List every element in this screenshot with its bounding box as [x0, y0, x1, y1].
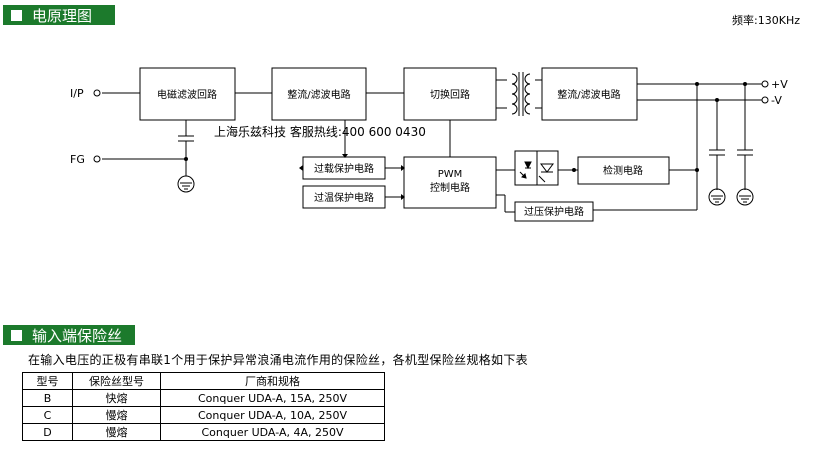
neg-label: -V [771, 94, 782, 107]
ip-terminal [93, 89, 101, 97]
fuse-description: 在输入电压的正极有串联1个用于保护异常浪涌电流作用的保险丝，各机型保险丝规格如下… [28, 353, 528, 367]
ip-label: I/P [70, 87, 84, 100]
frequency-label: 频率:130KHz [732, 14, 800, 27]
watermark-text: 上海乐兹科技 客服热线:400 600 0430 [214, 124, 426, 139]
ground-icon-fg [177, 175, 195, 193]
overload-label: 过载保护电路 [314, 162, 374, 175]
table-row: B 快熔 Conquer UDA-A, 15A, 250V [22, 389, 385, 407]
overtemp-label: 过温保护电路 [314, 191, 374, 204]
table-header-row: 型号 保险丝型号 厂商和规格 [22, 372, 385, 390]
switch-label: 切换回路 [430, 88, 470, 101]
section-header-fuse: 输入端保险丝 [3, 325, 135, 345]
fuse-table: 型号 保险丝型号 厂商和规格 B 快熔 Conquer UDA-A, 15A, … [22, 372, 385, 441]
cell-model: D [22, 423, 73, 441]
cell-fuse-type: 慢熔 [72, 423, 161, 441]
cell-fuse-type: 快熔 [72, 389, 161, 407]
transformer-icon [511, 72, 531, 116]
cell-spec: Conquer UDA-A, 15A, 250V [160, 389, 385, 407]
schematic-diagram: I/P FG +V -V 电磁滤波回路 整流/滤波电路 切换回路 整流/滤波电路… [70, 67, 788, 222]
pwm-label-2: 控制电路 [430, 181, 470, 194]
section-header-schematic: 电原理图 [3, 5, 115, 25]
emi-filter-block [139, 67, 236, 121]
section-title: 输入端保险丝 [32, 326, 123, 345]
ground-icon-1 [708, 188, 726, 206]
pos-label: +V [771, 78, 788, 91]
square-icon [11, 329, 22, 341]
square-icon [11, 9, 22, 21]
rectifier-filter-block-1 [271, 67, 367, 121]
col-header-model: 型号 [22, 372, 73, 390]
fg-terminal [93, 155, 101, 163]
detect-label: 检测电路 [603, 164, 643, 177]
pos-terminal [761, 80, 769, 88]
rect1-label: 整流/滤波电路 [287, 88, 350, 101]
rect2-label: 整流/滤波电路 [557, 88, 620, 101]
emi-label: 电磁滤波回路 [157, 88, 217, 101]
cell-spec: Conquer UDA-A, 10A, 250V [160, 406, 385, 424]
fg-label: FG [70, 153, 85, 166]
col-header-spec: 厂商和规格 [160, 372, 385, 390]
optocoupler-icon [514, 150, 559, 186]
pwm-label-1: PWM [438, 169, 463, 180]
cell-model: B [22, 389, 73, 407]
neg-terminal [761, 96, 769, 104]
cell-spec: Conquer UDA-A, 4A, 250V [160, 423, 385, 441]
ground-icon-2 [736, 188, 754, 206]
cell-fuse-type: 慢熔 [72, 406, 161, 424]
rectifier-filter-block-2 [541, 67, 638, 121]
col-header-fuse-type: 保险丝型号 [72, 372, 161, 390]
table-row: C 慢熔 Conquer UDA-A, 10A, 250V [22, 406, 385, 424]
overvolt-label: 过压保护电路 [524, 205, 584, 218]
cell-model: C [22, 406, 73, 424]
table-row: D 慢熔 Conquer UDA-A, 4A, 250V [22, 423, 385, 441]
section-title: 电原理图 [32, 6, 93, 25]
